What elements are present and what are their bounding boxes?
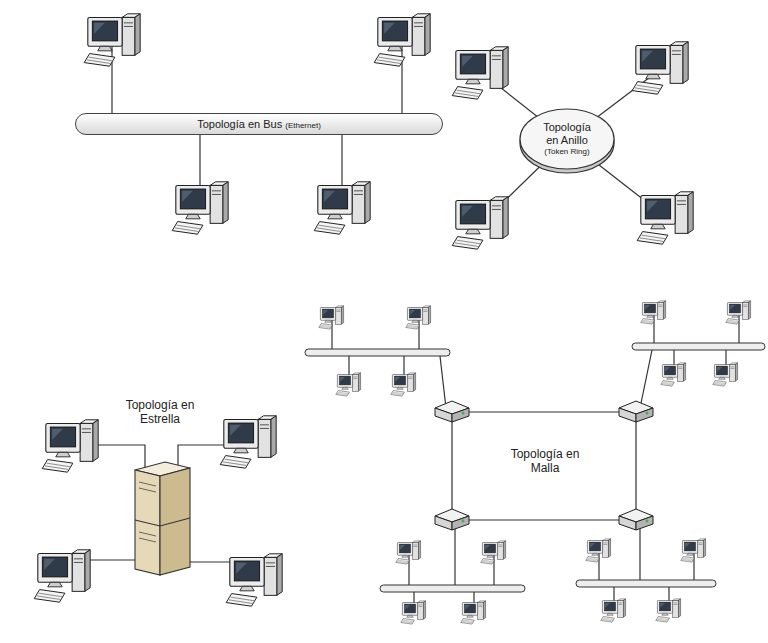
protocol-name: (Ethernet)	[285, 121, 321, 130]
wire	[738, 313, 739, 344]
computer-icon	[713, 363, 738, 386]
computer-icon	[656, 599, 681, 622]
router-links	[452, 412, 636, 520]
router-icon	[435, 401, 469, 422]
wire	[653, 313, 654, 344]
wire	[454, 524, 455, 586]
computer-icon	[396, 541, 421, 564]
wire	[493, 553, 494, 586]
bus-band: Topología en Bus(Ethernet)	[75, 113, 443, 135]
computer-icon	[220, 416, 276, 468]
drive-slot	[139, 532, 156, 536]
computer-icon	[586, 539, 611, 562]
computer-icon	[34, 550, 90, 602]
ring-text: Topología en Anillo(Token Ring)	[536, 121, 598, 155]
wire	[111, 45, 112, 114]
bus-bar	[576, 580, 716, 587]
computer-icon	[226, 554, 282, 606]
mesh-buses	[305, 343, 765, 592]
ring-top	[520, 109, 614, 169]
computer-icon	[632, 42, 688, 94]
computer-icon	[336, 373, 361, 396]
topology-label: Topología en Malla	[497, 447, 593, 476]
computer-icon	[406, 306, 431, 329]
wire	[440, 356, 446, 408]
bus-bar	[632, 343, 765, 350]
computer-icon	[84, 14, 140, 66]
bus-bar	[305, 349, 450, 356]
drive-slot	[139, 482, 156, 486]
ring-hub: Topología en Anillo(Token Ring)	[519, 106, 615, 174]
computer-icon	[637, 192, 693, 244]
computer-icon	[319, 306, 344, 329]
drive-slot	[139, 488, 156, 492]
drive-slot	[139, 538, 156, 542]
computer-icon	[601, 599, 626, 622]
topology-name: Topología en Anillo	[536, 121, 598, 146]
computer-icon	[641, 301, 666, 324]
wire	[331, 318, 332, 350]
computer-icon	[661, 363, 686, 386]
computer-icon	[374, 14, 430, 66]
computer-icon	[726, 301, 751, 324]
topology-name: Topología en Bus	[197, 118, 282, 130]
server-divider	[135, 518, 190, 526]
mesh-links	[332, 313, 739, 613]
computer-icon	[461, 601, 486, 624]
computer-icon	[481, 541, 506, 564]
bus-text: Topología en Bus(Ethernet)	[197, 118, 321, 130]
computer-icon	[401, 601, 426, 624]
protocol-name: (Token Ring)	[536, 147, 598, 156]
computer-icon	[452, 197, 508, 249]
computer-icon	[391, 373, 416, 396]
computer-icon	[681, 539, 706, 562]
wire	[598, 551, 599, 581]
wire	[418, 318, 419, 350]
router-icon	[435, 509, 469, 530]
router-icon	[619, 401, 653, 422]
wire	[639, 524, 640, 581]
bus-bar	[380, 585, 525, 592]
computer-icon	[172, 182, 228, 234]
router-icon	[619, 509, 653, 530]
computer-icon	[452, 47, 508, 99]
wire	[640, 350, 652, 408]
wire	[401, 45, 402, 114]
topology-label: Topología en Estrella	[110, 398, 210, 427]
server-hub	[135, 462, 190, 575]
wire	[693, 551, 694, 581]
wire	[408, 553, 409, 586]
computer-icon	[42, 420, 98, 472]
computer-icon	[314, 182, 370, 234]
